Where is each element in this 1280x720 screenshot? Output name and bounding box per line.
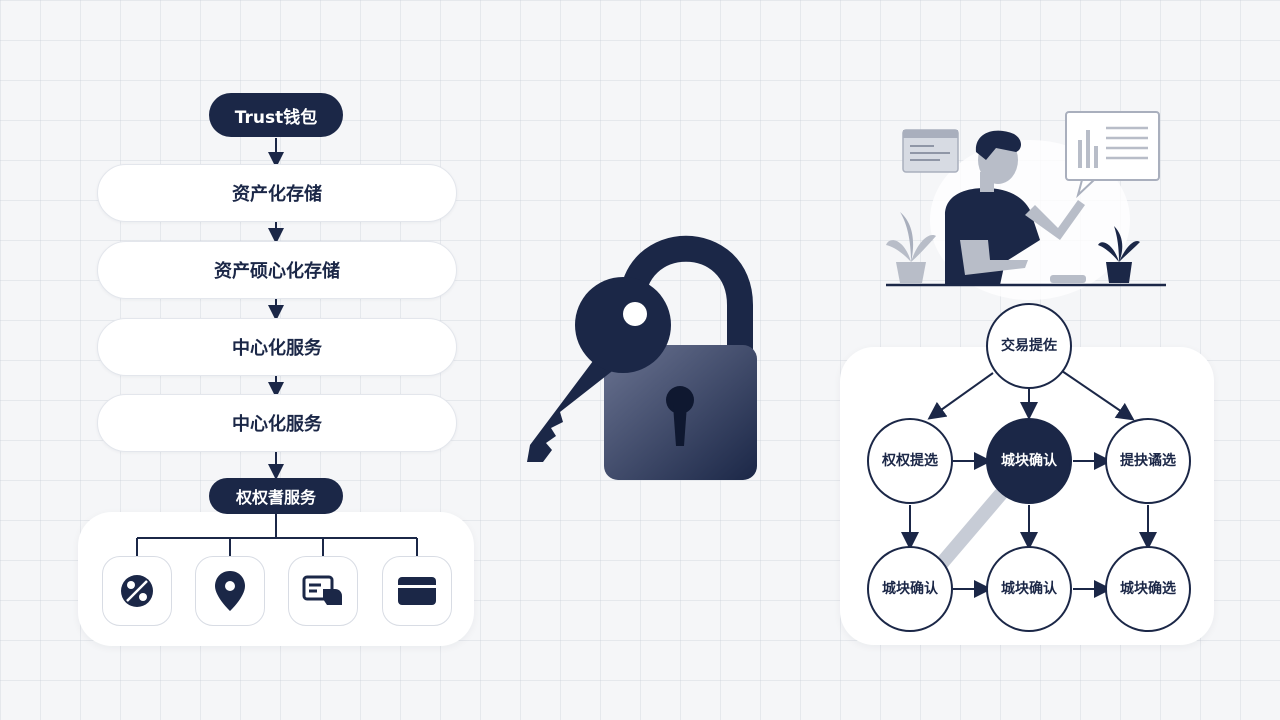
plant-right-icon [1098,226,1140,283]
location-pin-icon [195,556,265,626]
graph-node-bot-left: 城块确认 [867,546,953,632]
flow-top-label: Trust钱包 [209,93,343,137]
wallet-icon [382,556,452,626]
key-icon [527,277,671,462]
flow-bottom-label: 权权耆服务 [209,478,343,514]
edge-top-midleft [927,372,994,420]
payment-card-hand-icon [288,556,358,626]
person-figure [945,130,1086,285]
flow-step-3: 中心化服务 [97,318,457,376]
edge-highlight [935,488,1007,570]
flow-step-4: 中心化服务 [97,394,457,452]
graph-node-mid-left: 权权提选 [867,418,953,504]
chart-panel-icon [1065,111,1160,199]
graph-node-mid-center: 城块确认 [986,418,1072,504]
graph-node-mid-right: 提抉谲选 [1105,418,1191,504]
chain-link-icon [102,556,172,626]
graph-node-bot-right: 城块确选 [1105,546,1191,632]
edge-top-midright [1061,370,1135,421]
flow-step-2: 资产硕心化存储 [97,241,457,299]
plant-left-icon [886,212,936,283]
graph-node-top: 交易提佐 [986,303,1072,389]
flow-step-1: 资产化存储 [97,164,457,222]
graph-node-bot-center: 城块确认 [986,546,1072,632]
browser-window-icon [902,129,959,173]
